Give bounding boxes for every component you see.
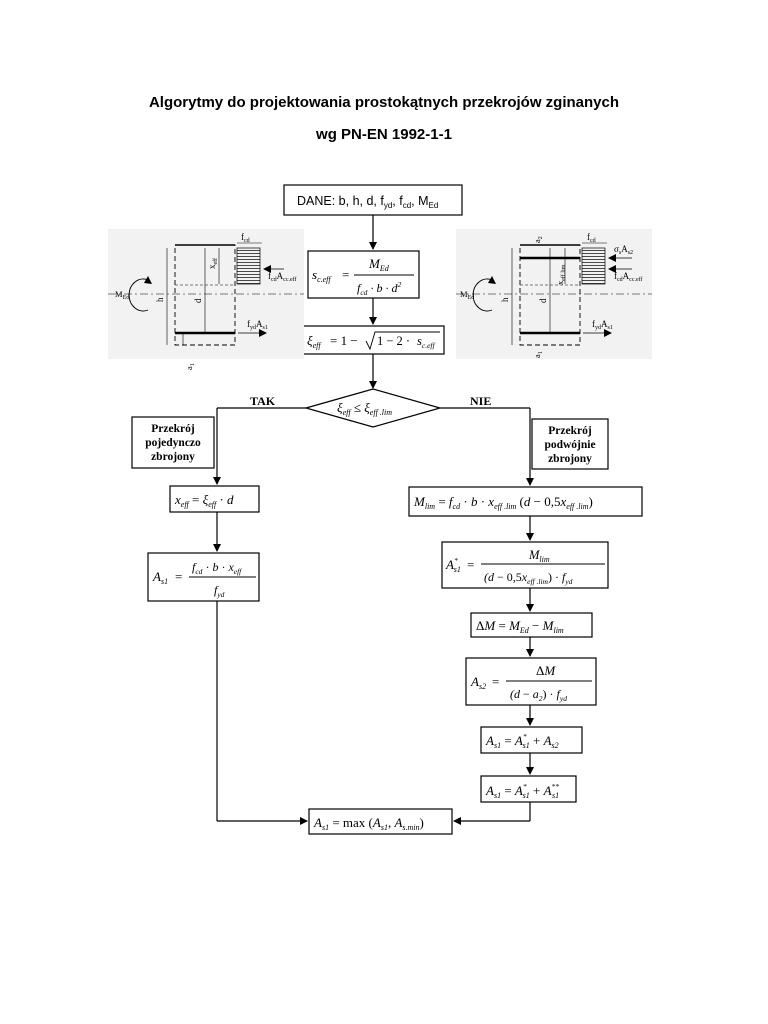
svg-text:fcd: fcd <box>587 232 596 244</box>
case-box-single: Przekrój pojedynczo zbrojony <box>131 416 215 469</box>
branch-yes-label: TAK <box>250 394 276 408</box>
svg-text:=: = <box>467 557 474 572</box>
svg-text:a1: a1 <box>184 363 196 370</box>
formula-box-sceff: sc.eff = MEd fcd · b · d2 <box>307 250 420 299</box>
formula-box-as1-sum1: As1 = A*s1 + As2 <box>480 726 583 754</box>
svg-text:d: d <box>538 298 548 303</box>
case-box-double: Przekrój podwójnie zbrojony <box>531 418 609 470</box>
svg-text:zbrojony: zbrojony <box>151 451 195 463</box>
svg-text:=: = <box>175 569 182 584</box>
svg-text:As1 = max (As1, As.min): As1 = max (As1, As.min) <box>313 815 424 832</box>
formula-box-xieff: ξeff = 1 − 1 − 2 · sc.eff <box>301 325 445 355</box>
page-title-line1: Algorytmy do projektowania prostokątnych… <box>148 94 620 111</box>
formula-box-mlim: Mlim = fcd · b · xeff .lim (d − 0,5xeff … <box>408 486 643 517</box>
formula-box-xeff: xeff = ξeff · d <box>169 485 260 513</box>
svg-text:xeff: xeff <box>207 258 219 269</box>
svg-text:xeff = ξeff · d: xeff = ξeff · d <box>174 492 234 509</box>
svg-text:a2: a2 <box>532 236 544 243</box>
svg-text:As1 = A*s1 + As2: As1 = A*s1 + As2 <box>485 732 559 750</box>
svg-text:d: d <box>193 298 203 303</box>
formula-box-as1-sum2: As1 = A*s1 + A**s1 <box>480 775 577 803</box>
sketch-double-reinforced: fcd σsAs2 fcdAcc.eff fydAs1 xeff.lim d h… <box>456 229 652 359</box>
svg-text:h: h <box>500 297 510 302</box>
start-box: DANE: b, h, d, fyd, fcd, MEd <box>283 184 463 216</box>
svg-text:fcd · b · xeff: fcd · b · xeff <box>192 560 242 576</box>
branch-no-label: NIE <box>470 394 491 408</box>
svg-text:Przekrój: Przekrój <box>548 425 592 437</box>
svg-text:fcd · b · d2: fcd · b · d2 <box>357 280 401 297</box>
svg-text:podwójnie: podwójnie <box>544 439 595 451</box>
svg-text:(d − a2) · fyd: (d − a2) · fyd <box>510 687 567 703</box>
start-box-text: DANE: b, h, d, fyd, fcd, MEd <box>297 194 438 210</box>
svg-text:(d − 0,5xeff .lim) · fyd: (d − 0,5xeff .lim) · fyd <box>484 570 573 586</box>
svg-text:1 − 2 ·: 1 − 2 · <box>377 334 410 348</box>
decision-diamond: ξeff ≤ ξeff .lim <box>303 388 443 428</box>
svg-text:= 1 −: = 1 − <box>330 333 358 348</box>
formula-box-as1-star: A*s1 = Mlim (d − 0,5xeff .lim) · fyd <box>441 541 609 589</box>
formula-box-as1-single: As1 = fcd · b · xeff fyd <box>147 552 260 602</box>
formula-box-deltam: ΔM = MEd − Mlim <box>470 612 593 638</box>
svg-text:pojedynczo: pojedynczo <box>145 437 201 449</box>
svg-text:a1: a1 <box>532 351 544 358</box>
svg-text:As1 = A*s1 + A**s1: As1 = A*s1 + A**s1 <box>485 782 559 800</box>
svg-text:ΔM: ΔM <box>536 663 556 678</box>
sketch-single-reinforced: fcd fcdAcc.eff fydAs1 xeff d h a1 MEd <box>108 229 304 370</box>
svg-text:h: h <box>155 297 165 302</box>
svg-text:A*s1: A*s1 <box>445 556 461 574</box>
svg-text:fcd: fcd <box>241 232 250 244</box>
svg-text:=: = <box>342 267 349 282</box>
svg-text:ΔM = MEd − Mlim: ΔM = MEd − Mlim <box>476 618 564 635</box>
svg-text:Przekrój: Przekrój <box>151 423 195 435</box>
formula-box-as1-final: As1 = max (As1, As.min) <box>308 808 453 835</box>
formula-box-as2: As2 = ΔM (d − a2) · fyd <box>465 657 597 706</box>
svg-text:=: = <box>492 674 499 689</box>
page-title-line2: wg PN-EN 1992-1-1 <box>316 126 452 143</box>
svg-text:fyd: fyd <box>214 583 225 599</box>
svg-text:zbrojony: zbrojony <box>548 453 592 465</box>
